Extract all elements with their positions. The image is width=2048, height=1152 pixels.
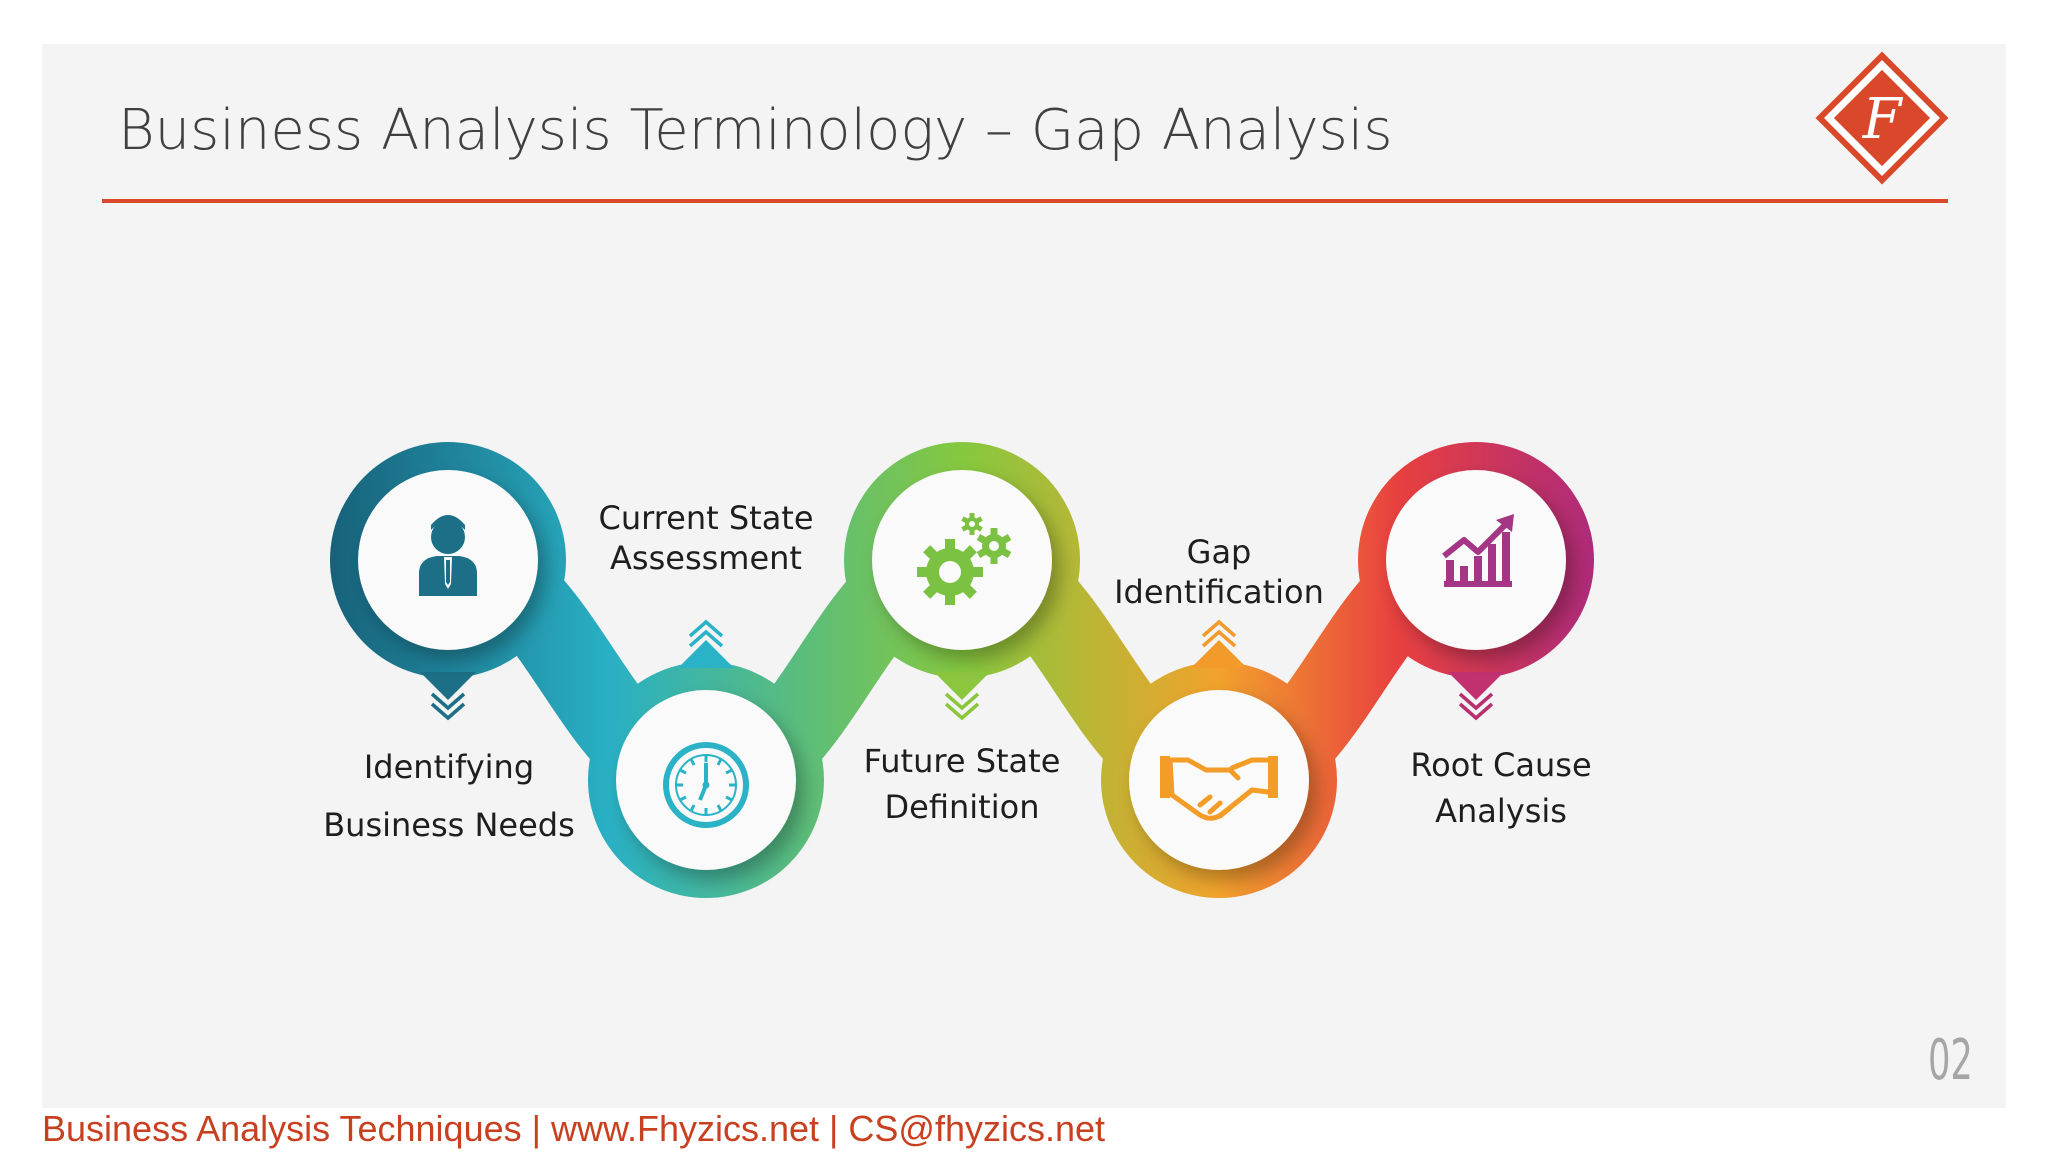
clock-icon [663,742,749,828]
pointer-step-4 [1191,640,1247,668]
pointer-step-5 [1448,672,1504,700]
chevron-down-icon [1458,692,1494,721]
pointer-step-3 [934,672,990,700]
chevron-up-icon [1201,619,1237,648]
handshake-icon [1160,756,1278,821]
title-underline [102,199,1948,203]
step-3-label-line1: Future State [863,742,1061,780]
page-number: 02 [1928,1028,1973,1093]
step-1-label: Identifying Business Needs [314,738,584,854]
footer-text: Business Analysis Techniques | www.Fhyzi… [42,1108,1106,1149]
slide-title: Business Analysis Terminology – Gap Anal… [118,98,1393,163]
step-1-label-line2: Business Needs [323,806,575,844]
step-4-label-line2: Identification [1114,573,1324,611]
growth-chart-icon [1442,514,1514,587]
chevron-down-icon [430,692,466,721]
step-3-label: Future State Definition [827,738,1097,830]
icon-circle-step-4 [1129,690,1309,870]
step-2-label-line2: Assessment [610,539,802,577]
chevron-down-icon [944,692,980,721]
chevron-up-icon [688,619,724,648]
pointer-step-1 [420,672,476,700]
logo-letter: F [1862,87,1904,152]
step-5-label-line1: Root Cause [1410,746,1592,784]
pointer-step-2 [678,640,734,668]
step-3-label-line2: Definition [884,788,1040,826]
fhyzics-logo: F [1815,51,1949,185]
step-1-label-line1: Identifying [363,748,535,786]
step-4-label: Gap Identification [1084,532,1354,612]
step-2-label: Current State Assessment [571,498,841,578]
step-2-label-line1: Current State [598,499,814,537]
step-4-label-line1: Gap [1186,533,1252,571]
gears-icon [917,513,1012,605]
businessman-icon [419,515,477,596]
step-5-label-line2: Analysis [1435,792,1567,830]
step-5-label: Root Cause Analysis [1366,742,1636,834]
